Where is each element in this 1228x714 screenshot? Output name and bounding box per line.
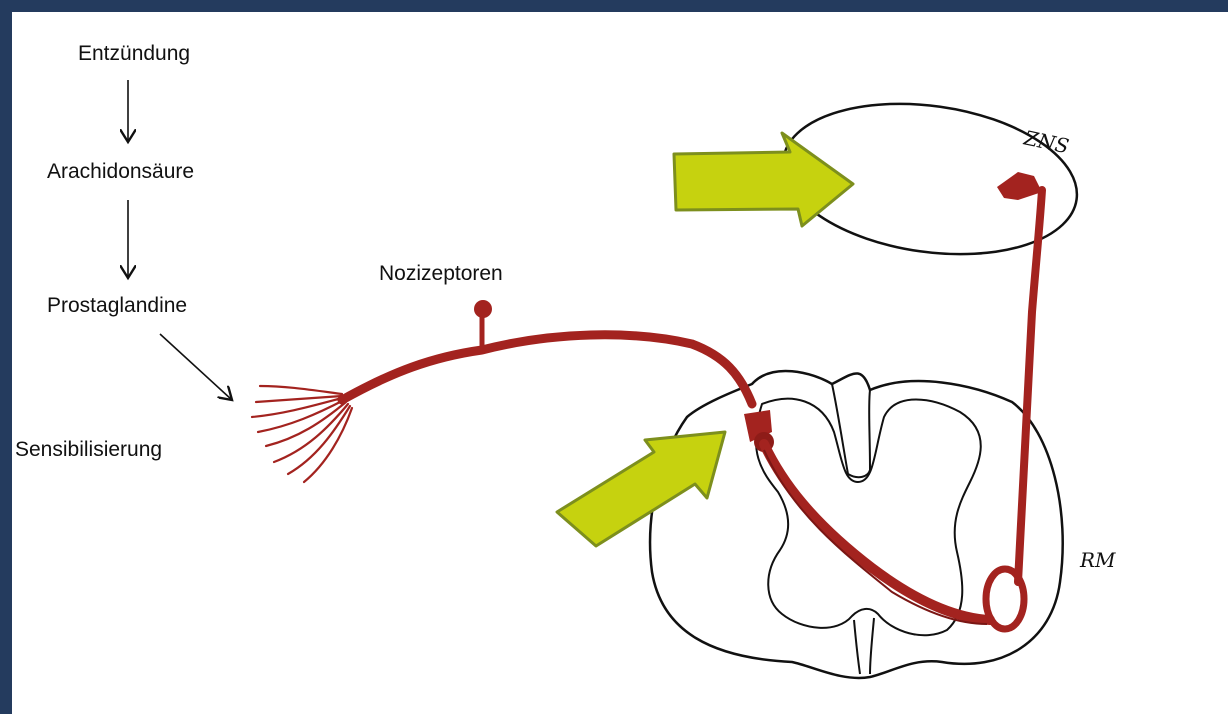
step-arachidonsaeure: Arachidonsäure [47,160,194,184]
step-sensibilisierung: Sensibilisierung [15,438,162,462]
diagram-canvas: Entzündung Arachidonsäure Prostaglandine… [12,12,1228,714]
label-rm: RM [1080,548,1116,572]
arrow-prostaglandine-to-sensibilisierung [160,334,232,400]
nociceptor-cell-body [474,300,492,318]
highlight-arrow-spinal-cord [557,432,725,546]
step-entzuendung: Entzündung [78,42,190,66]
grey-matter-outline [756,399,981,636]
highlight-arrow-cns [674,133,853,226]
cns-terminal [997,172,1042,200]
step-prostaglandine: Prostaglandine [47,294,187,318]
label-nozizeptoren: Nozizeptoren [379,262,503,286]
pathway-arrows [128,80,232,400]
diagram-drawing [12,12,1228,714]
